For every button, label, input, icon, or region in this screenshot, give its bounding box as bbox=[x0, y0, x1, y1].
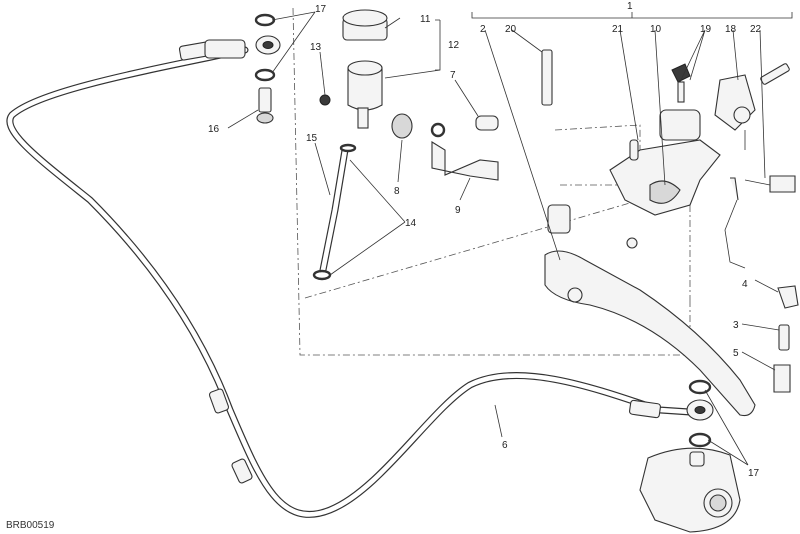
label-12: 12 bbox=[448, 40, 460, 51]
label-8: 8 bbox=[394, 186, 400, 197]
label-22: 22 bbox=[750, 24, 762, 35]
label-18: 18 bbox=[725, 24, 737, 35]
clutch-master-cylinder bbox=[541, 49, 796, 269]
drawing-code: BRB00519 bbox=[6, 520, 55, 531]
slave-cylinder bbox=[639, 379, 741, 533]
label-7: 7 bbox=[450, 70, 456, 81]
reservoir-hose bbox=[312, 143, 357, 281]
reservoir-bracket-assembly bbox=[391, 113, 499, 181]
label-11: 11 bbox=[420, 14, 431, 25]
leader-lines bbox=[227, 11, 793, 466]
label-6: 6 bbox=[502, 440, 508, 451]
label-5: 5 bbox=[733, 348, 739, 359]
label-14: 14 bbox=[405, 218, 417, 229]
label-2: 2 bbox=[480, 24, 486, 35]
label-9: 9 bbox=[455, 205, 461, 216]
washers-and-banjo-bolt-top bbox=[254, 13, 276, 124]
label-10: 10 bbox=[650, 24, 662, 35]
clutch-lever bbox=[544, 204, 756, 417]
label-17-top: 17 bbox=[315, 4, 327, 15]
label-17-bottom: 17 bbox=[748, 468, 760, 479]
part-labels: 1 2 3 4 5 6 7 8 9 10 11 12 13 14 15 16 1… bbox=[208, 1, 762, 479]
label-1: 1 bbox=[627, 1, 633, 12]
label-19: 19 bbox=[700, 24, 712, 35]
label-4: 4 bbox=[742, 279, 748, 290]
label-16: 16 bbox=[208, 124, 220, 135]
fluid-reservoir bbox=[319, 9, 388, 129]
label-21: 21 bbox=[612, 24, 624, 35]
clutch-hose bbox=[6, 35, 714, 518]
label-15: 15 bbox=[306, 133, 318, 144]
label-3: 3 bbox=[733, 320, 739, 331]
switch-and-fittings bbox=[773, 285, 799, 393]
label-13: 13 bbox=[310, 42, 322, 53]
label-20: 20 bbox=[505, 24, 517, 35]
